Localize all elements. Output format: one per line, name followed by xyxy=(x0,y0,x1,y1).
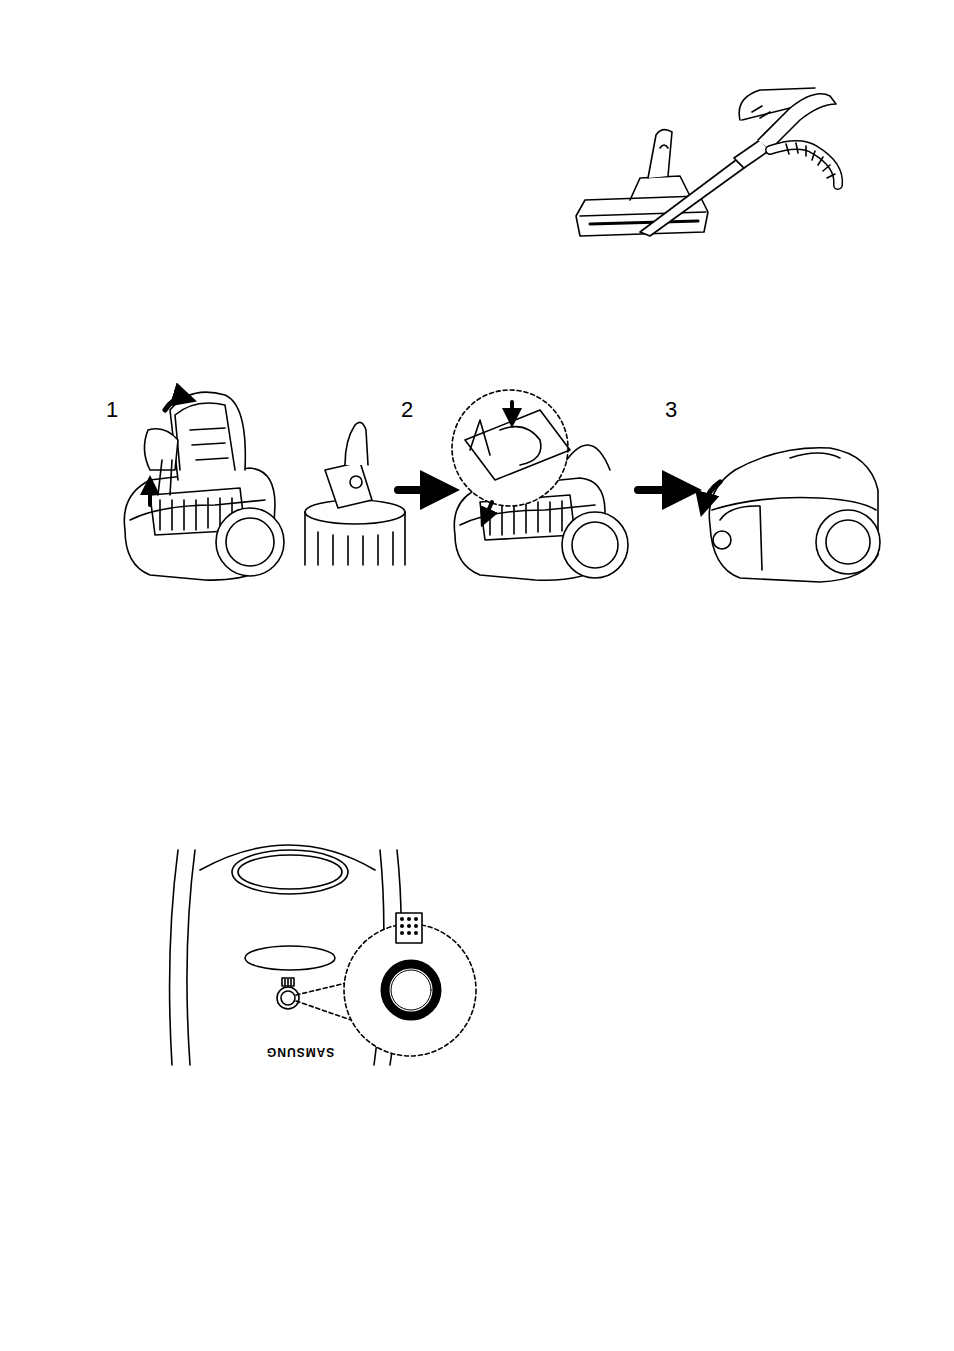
bag-full-indicator-detail xyxy=(414,917,418,921)
brand-logo: SAMSUNG xyxy=(266,1046,334,1058)
bag-full-indicator-detail xyxy=(385,964,437,1016)
bag-full-indicator-detail xyxy=(245,946,335,970)
trash-bin xyxy=(325,462,372,508)
bag-full-indicator-detail xyxy=(396,913,422,943)
cleaner-open-lid xyxy=(158,460,172,495)
cleaner-new-bag xyxy=(572,522,618,568)
bag-full-indicator-detail xyxy=(232,850,348,894)
cleaner-open-lid xyxy=(216,508,284,576)
bag-full-indicator-detail xyxy=(407,924,411,928)
cleaner-open-lid xyxy=(124,392,284,580)
cleaner-open-lid xyxy=(190,428,228,460)
step-number: 1 xyxy=(106,399,118,421)
bag-full-indicator-detail xyxy=(407,931,411,935)
trash-bin xyxy=(318,532,393,565)
bag-full-indicator-detail xyxy=(238,855,342,889)
nozzle-and-wand xyxy=(739,88,815,120)
step-number: 2 xyxy=(401,399,413,421)
bag-full-indicator-detail xyxy=(407,917,411,921)
cleaner-closed xyxy=(704,448,880,582)
cleaner-open-lid xyxy=(165,398,185,411)
bag-full-indicator-detail xyxy=(170,850,178,1065)
cleaner-new-bag xyxy=(452,390,568,506)
cleaner-closed xyxy=(790,453,840,458)
bag-full-indicator-detail xyxy=(170,845,476,1065)
trash-bin xyxy=(305,422,405,565)
nozzle-and-wand xyxy=(752,106,770,118)
cleaner-closed xyxy=(816,510,880,574)
bag-full-indicator-detail xyxy=(187,850,195,1065)
step-arrow xyxy=(398,486,440,494)
bag-full-indicator-detail xyxy=(400,917,404,921)
cleaner-new-bag xyxy=(465,410,570,480)
cleaner-closed xyxy=(713,531,731,549)
cleaner-open-lid xyxy=(170,392,245,480)
cleaner-new-bag xyxy=(490,501,562,535)
bag-full-indicator-detail xyxy=(414,924,418,928)
cleaner-new-bag xyxy=(470,420,490,455)
cleaner-open-lid xyxy=(148,485,152,505)
cleaner-open-lid xyxy=(175,403,235,470)
nozzle-and-wand xyxy=(630,176,690,200)
bag-full-indicator-detail xyxy=(285,979,291,985)
trash-bin xyxy=(345,422,368,465)
nozzle-and-wand xyxy=(648,130,672,178)
cleaner-new-bag xyxy=(500,427,541,465)
nozzle-and-wand xyxy=(640,160,744,236)
cleaner-closed xyxy=(720,506,762,570)
bag-full-indicator-detail xyxy=(277,987,299,1009)
step-arrow xyxy=(638,486,682,494)
bag-full-indicator-detail xyxy=(414,931,418,935)
bag-full-indicator-detail xyxy=(282,978,294,986)
cleaner-closed xyxy=(826,520,870,564)
step-number: 3 xyxy=(665,399,677,421)
trash-bin xyxy=(305,512,405,565)
nozzle-and-wand xyxy=(770,145,838,185)
bag-full-indicator-detail xyxy=(391,970,431,1010)
nozzle-and-wand xyxy=(770,145,838,185)
trash-bin xyxy=(350,476,362,488)
cleaner-new-bag xyxy=(510,402,514,418)
cleaner-new-bag xyxy=(562,512,628,578)
nozzle-and-wand xyxy=(576,88,838,236)
cleaner-open-lid xyxy=(226,518,274,566)
nozzle-and-wand xyxy=(660,145,668,148)
nozzle-and-wand xyxy=(580,212,706,216)
cleaner-new-bag xyxy=(485,502,492,518)
bag-full-indicator-detail xyxy=(400,931,404,935)
cleaner-closed xyxy=(704,482,720,505)
nozzle-and-wand xyxy=(590,221,698,224)
cleaner-new-bag xyxy=(452,390,628,580)
bag-full-indicator-detail xyxy=(400,924,404,928)
bag-full-indicator-detail xyxy=(400,917,418,935)
nozzle-and-wand xyxy=(786,143,835,178)
bag-full-indicator-detail xyxy=(281,991,295,1005)
